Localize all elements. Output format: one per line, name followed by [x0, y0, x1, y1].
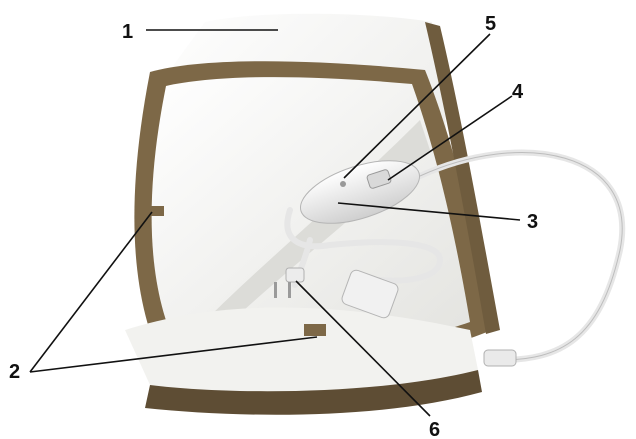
callout-5: 5: [485, 13, 496, 35]
inline-connector: [484, 350, 516, 366]
callout-3: 3: [527, 211, 538, 233]
callout-4: 4: [512, 81, 524, 103]
strap-tab-left: [140, 206, 164, 216]
controller-indicator-light: [340, 181, 346, 187]
callout-2: 2: [9, 361, 20, 383]
callout-6: 6: [429, 419, 440, 439]
callout-1: 1: [122, 21, 133, 43]
strap-tab-bottom: [304, 324, 326, 336]
